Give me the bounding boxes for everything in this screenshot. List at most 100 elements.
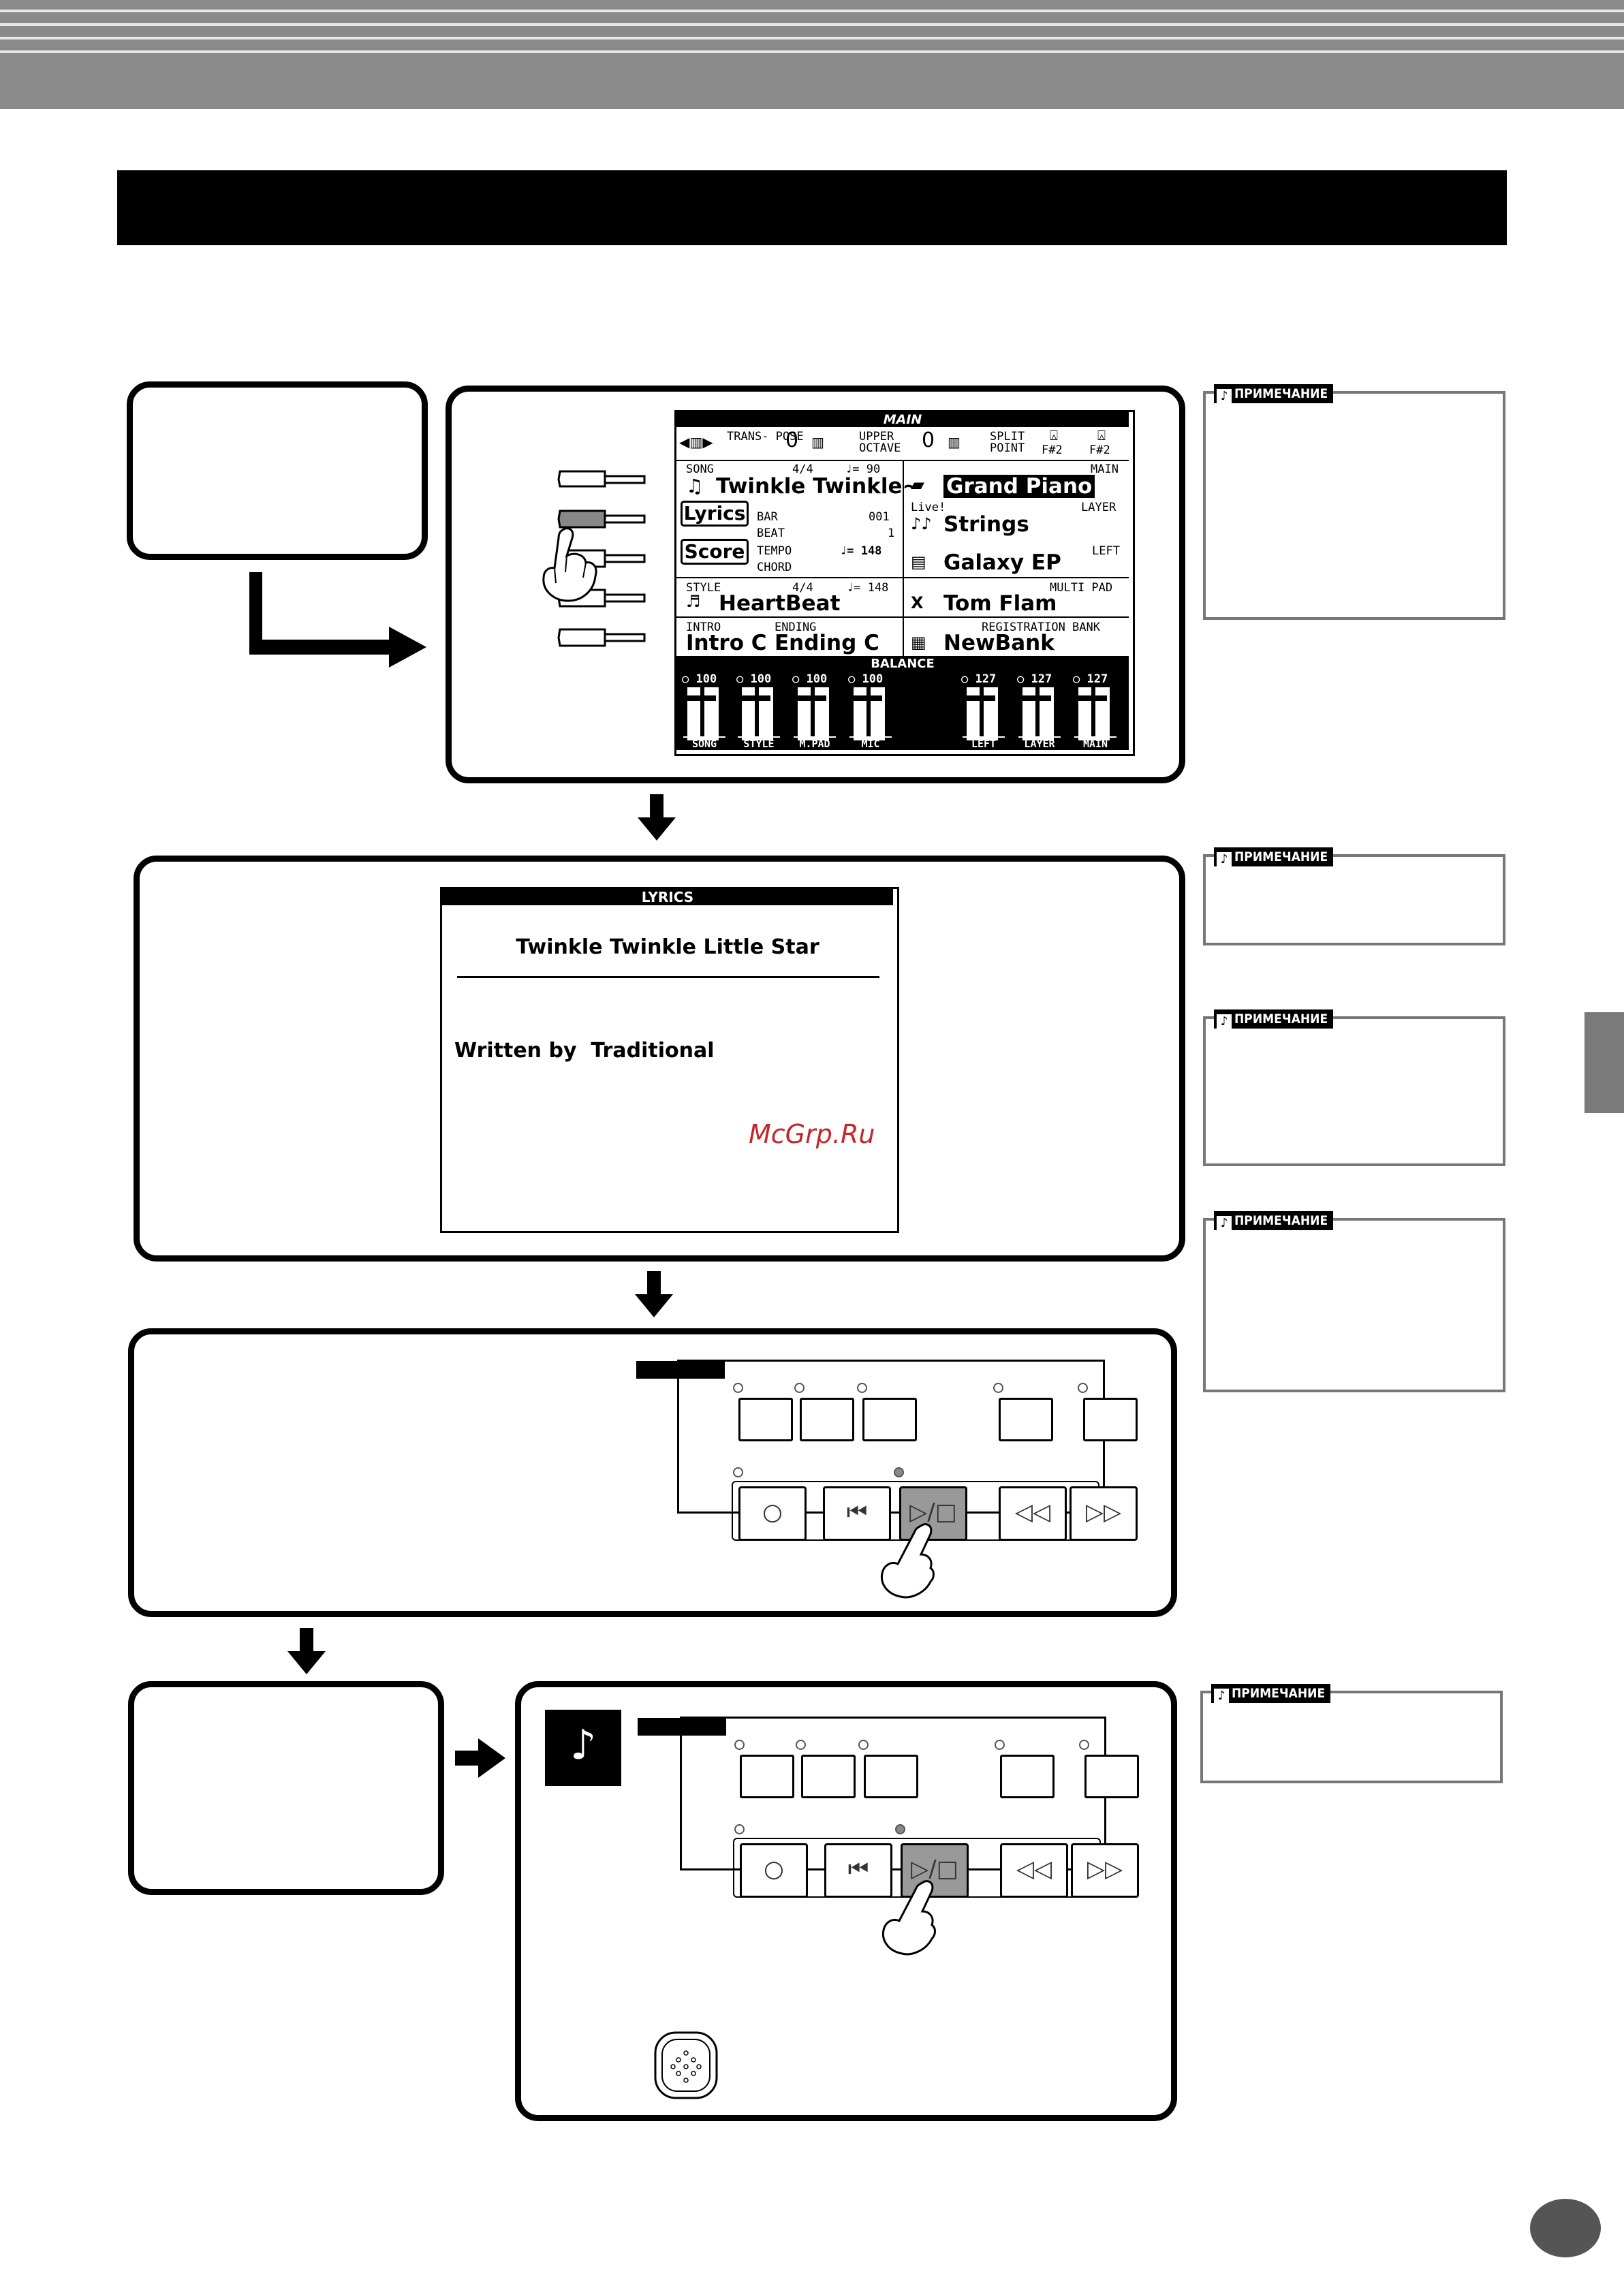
note-label: ПРИМЕЧАНИЕ bbox=[1234, 849, 1328, 864]
play-stop-button[interactable]: ▷/□ bbox=[901, 1843, 969, 1898]
intro-label: INTRO bbox=[686, 621, 721, 634]
fader-slider[interactable] bbox=[1077, 686, 1111, 742]
fader-slider[interactable] bbox=[796, 686, 830, 742]
beat-value: 1 bbox=[888, 527, 895, 540]
fader-name: LEFT bbox=[963, 736, 1005, 750]
split-a-value: F#2 bbox=[1042, 443, 1063, 457]
led bbox=[993, 1383, 1003, 1393]
lyrics-button[interactable]: Lyrics bbox=[681, 501, 749, 527]
fader-slider[interactable] bbox=[740, 686, 775, 742]
style-tempo: ♩= 148 bbox=[847, 581, 889, 595]
led bbox=[1079, 1740, 1089, 1750]
note-box-4: ♪ПРИМЕЧАНИЕ bbox=[1203, 1211, 1505, 1392]
extra-button-1[interactable] bbox=[1000, 1755, 1055, 1798]
song-name: Twinkle Twinkle~ bbox=[716, 474, 920, 499]
song-meter: 4/4 bbox=[792, 463, 813, 476]
left-voice[interactable]: Galaxy EP bbox=[943, 550, 1061, 575]
track-button-3[interactable] bbox=[864, 1755, 918, 1798]
octave-icon: ▥ bbox=[811, 434, 824, 450]
style-meter: 4/4 bbox=[792, 581, 813, 595]
step4-text-box bbox=[128, 1681, 444, 1895]
note-icon: ♪ bbox=[1217, 389, 1232, 404]
arrow-down-icon bbox=[287, 1628, 326, 1674]
fader-value: ○ 100 bbox=[792, 672, 828, 686]
panel-label-bar bbox=[636, 1361, 725, 1379]
track-button-2[interactable] bbox=[800, 1398, 854, 1441]
song-panel: ○ ⏮ ▷/□ ◁◁ ▷▷ bbox=[638, 1717, 1155, 1956]
record-button[interactable]: ○ bbox=[740, 1843, 808, 1898]
style-label: STYLE bbox=[686, 581, 721, 595]
main-voice-label: MAIN bbox=[1091, 463, 1119, 476]
fader-name: M.PAD bbox=[794, 736, 836, 750]
play-stop-button[interactable]: ▷/□ bbox=[899, 1486, 967, 1541]
extra-button-2[interactable] bbox=[1083, 1398, 1138, 1441]
extra-button-1[interactable] bbox=[999, 1398, 1053, 1441]
regbank-name[interactable]: NewBank bbox=[943, 631, 1055, 655]
style-name[interactable]: HeartBeat bbox=[719, 591, 841, 616]
rew-button[interactable]: ◁◁ bbox=[1000, 1843, 1068, 1898]
keyboard-icon: ◀▥▶ bbox=[679, 434, 713, 450]
ff-button[interactable]: ▷▷ bbox=[1071, 1843, 1139, 1898]
note-symbol-icon: ♪ bbox=[545, 1710, 621, 1786]
ff-button[interactable]: ▷▷ bbox=[1069, 1486, 1138, 1541]
track-button-3[interactable] bbox=[862, 1398, 917, 1441]
led bbox=[794, 1383, 805, 1393]
section-title-bar bbox=[117, 170, 1507, 245]
bar-label: BAR bbox=[757, 510, 778, 524]
led bbox=[734, 1740, 745, 1750]
regbank-icon: ▦ bbox=[911, 633, 926, 652]
strings-icon: ♪♪ bbox=[911, 514, 932, 533]
status-row: ◀▥▶ TRANS- POSE 0 ▥ UPPER OCTAVE 0 ▥ SPL… bbox=[676, 427, 1129, 460]
led bbox=[894, 1467, 904, 1477]
led bbox=[1078, 1383, 1088, 1393]
top-button[interactable]: ⏮ bbox=[824, 1843, 892, 1898]
split-icon: ▥ bbox=[948, 434, 961, 450]
fader-slider[interactable] bbox=[852, 686, 886, 742]
header-band bbox=[0, 0, 1624, 109]
score-button[interactable]: Score bbox=[681, 539, 749, 565]
split-b-icon: ⍓ bbox=[1097, 427, 1106, 443]
led bbox=[858, 1740, 869, 1750]
fader-name: MIC bbox=[849, 736, 892, 750]
split-a-icon: ⍓ bbox=[1050, 427, 1058, 443]
tempo-label: TEMPO bbox=[757, 544, 792, 558]
layer-voice[interactable]: Strings bbox=[943, 512, 1029, 537]
multipad-label: MULTI PAD bbox=[1050, 581, 1113, 595]
note-label: ПРИМЕЧАНИЕ bbox=[1234, 1213, 1328, 1228]
note-box-2: ♪ПРИМЕЧАНИЕ bbox=[1203, 847, 1505, 945]
top-button[interactable]: ⏮ bbox=[823, 1486, 891, 1541]
fader-slider[interactable] bbox=[686, 686, 720, 742]
note-icon: ♪ bbox=[1214, 1689, 1229, 1704]
chord-label: CHORD bbox=[757, 561, 792, 574]
ending-name[interactable]: Ending C bbox=[775, 631, 879, 655]
regbank-label: REGISTRATION BANK bbox=[982, 621, 1100, 634]
intro-name[interactable]: Intro C bbox=[686, 631, 767, 655]
record-button[interactable]: ○ bbox=[738, 1486, 807, 1541]
track-button-1[interactable] bbox=[738, 1398, 793, 1441]
tempo-value: ♩= 148 bbox=[840, 544, 882, 558]
arrow-right-icon bbox=[455, 1738, 505, 1778]
led bbox=[995, 1740, 1005, 1750]
fader-value: ○ 100 bbox=[848, 672, 884, 686]
main-voice[interactable]: Grand Piano bbox=[943, 475, 1095, 498]
track-button-2[interactable] bbox=[801, 1755, 856, 1798]
left-label: LEFT bbox=[1092, 544, 1120, 558]
song-panel: ○ ⏮ ▷/□ ◁◁ ▷▷ bbox=[636, 1360, 1154, 1599]
fader-slider[interactable] bbox=[1021, 686, 1055, 742]
fader-slider[interactable] bbox=[965, 686, 999, 742]
led bbox=[733, 1467, 743, 1477]
note-tag: ♪ПРИМЕЧАНИЕ bbox=[1214, 384, 1334, 404]
track-button-1[interactable] bbox=[740, 1755, 794, 1798]
led bbox=[895, 1824, 905, 1834]
fader-name: MAIN bbox=[1074, 736, 1116, 750]
led bbox=[734, 1824, 745, 1834]
page-number-badge bbox=[1530, 2199, 1601, 2257]
led bbox=[796, 1740, 806, 1750]
rew-button[interactable]: ◁◁ bbox=[999, 1486, 1067, 1541]
song-note-icon: ♫ bbox=[686, 475, 704, 497]
bar-value: 001 bbox=[869, 510, 890, 524]
watermark: McGrp.Ru bbox=[749, 1119, 875, 1149]
multipad-name[interactable]: Tom Flam bbox=[943, 591, 1057, 616]
multipad-icon: X bbox=[911, 593, 924, 612]
extra-button-2[interactable] bbox=[1084, 1755, 1139, 1798]
